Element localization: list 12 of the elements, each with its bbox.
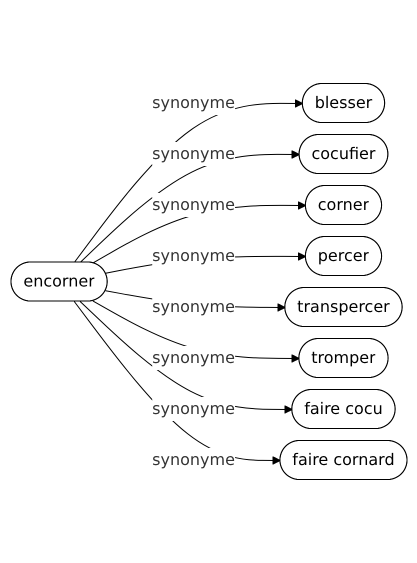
edge-label: synonyme: [152, 246, 234, 265]
edge-label: synonyme: [152, 297, 234, 316]
edge-label: synonyme: [152, 450, 234, 469]
edge-label: synonyme: [152, 144, 234, 163]
arrow: [73, 301, 280, 465]
edge-label: synonyme: [152, 348, 234, 367]
edge-label: synonyme: [152, 93, 234, 112]
edge-label: synonyme: [152, 195, 234, 214]
edge-label: synonyme: [152, 399, 234, 418]
arrow: [79, 150, 300, 263]
arrow: [79, 301, 292, 414]
arrow: [73, 99, 303, 263]
